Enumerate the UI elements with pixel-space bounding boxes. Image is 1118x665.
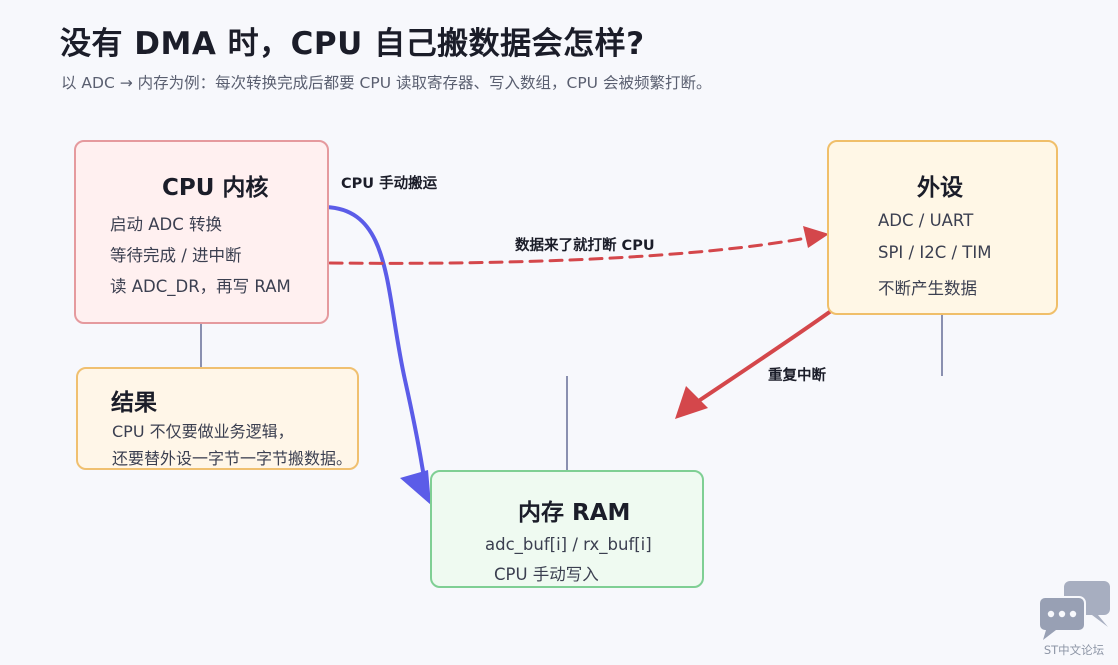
cpu-to-ram-arrowhead (400, 470, 431, 505)
result-title: 结果 (111, 390, 157, 416)
cpu-to-ram-label: CPU 手动搬运 (341, 176, 438, 192)
cpu-core-box: CPU 内核 启动 ADC 转换 等待完成 / 进中断 读 ADC_DR，再写 … (74, 140, 329, 324)
ram-title: 内存 RAM (518, 500, 631, 526)
cpu-core-title: CPU 内核 (162, 175, 269, 201)
peripheral-line: 不断产生数据 (878, 279, 977, 298)
peripheral-box: 外设 ADC / UART SPI / I2C / TIM 不断产生数据 (827, 140, 1058, 315)
cpu-core-line: 读 ADC_DR，再写 RAM (110, 277, 291, 296)
cpu-core-line: 启动 ADC 转换 (110, 215, 223, 234)
result-line: CPU 不仅要做业务逻辑， (112, 422, 294, 441)
cpu-to-periph-arrowhead (803, 226, 829, 248)
st-forum-watermark: ST中文论坛 (1034, 578, 1114, 660)
peripheral-line: ADC / UART (878, 211, 974, 230)
result-box: 结果 CPU 不仅要做业务逻辑， 还要替外设一字节一字节搬数据。 (76, 367, 359, 470)
peripheral-line: SPI / I2C / TIM (878, 243, 992, 262)
ram-line: adc_buf[i] / rx_buf[i] (485, 535, 652, 554)
cpu-to-periph-arrow (328, 235, 814, 265)
result-line: 还要替外设一字节一字节搬数据。 (112, 449, 353, 468)
cpu-core-line: 等待完成 / 进中断 (110, 246, 242, 265)
ram-box: 内存 RAM adc_buf[i] / rx_buf[i] CPU 手动写入 (430, 470, 704, 588)
periph-to-ram-arrow (698, 309, 833, 402)
chat-bubbles-icon (1038, 581, 1110, 640)
periph-to-ram-label: 重复中断 (768, 368, 826, 384)
cpu-to-periph-label: 数据来了就打断 CPU (515, 238, 655, 254)
page-title: 没有 DMA 时，CPU 自己搬数据会怎样? (60, 26, 645, 62)
watermark-text: ST中文论坛 (1043, 643, 1105, 657)
cpu-to-ram-arrow (324, 205, 429, 490)
ram-line: CPU 手动写入 (494, 565, 599, 584)
page-subtitle: 以 ADC → 内存为例：每次转换完成后都要 CPU 读取寄存器、写入数组，CP… (61, 74, 712, 92)
peripheral-title: 外设 (917, 175, 963, 201)
periph-to-ram-arrowhead (675, 386, 708, 419)
